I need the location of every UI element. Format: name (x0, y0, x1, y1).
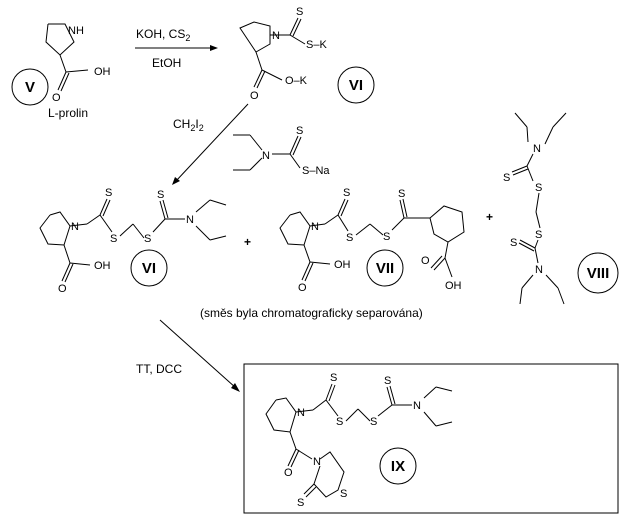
svg-text:VII: VII (376, 260, 394, 277)
atom-s: S (340, 488, 347, 500)
arrow-step2 (175, 103, 249, 182)
sodium-diethyldithiocarbamate-structure: N S S–Na (233, 125, 330, 177)
atom-s: S (297, 497, 304, 509)
compound-label-vi: VI (130, 249, 168, 287)
l-proline-structure: NH O OH (45, 23, 111, 104)
compound-label-v: V (11, 68, 49, 106)
atom-s: S (296, 6, 303, 18)
atom-s: S (503, 172, 510, 184)
atom-s: S (336, 416, 343, 428)
svg-text:VI: VI (142, 260, 156, 277)
atom-n: N (535, 264, 543, 276)
atom-s: S (296, 125, 303, 137)
atom-n: N (533, 143, 541, 155)
svg-text:V: V (25, 79, 35, 96)
svg-text:VIII: VIII (587, 265, 610, 282)
atom-s: S (370, 416, 377, 428)
atom-s: S (105, 187, 112, 199)
compound-label-vii: VII (366, 249, 404, 287)
compound-label-viii: VIII (577, 252, 619, 294)
atom-n: N (186, 214, 194, 226)
atom-s: S (383, 231, 390, 243)
plus-sign: + (244, 235, 251, 249)
reagent-etoh: EtOH (152, 56, 181, 70)
atom-n: N (272, 30, 280, 42)
arrow-step3 (159, 319, 237, 389)
reagent-tt-dcc: TT, DCC (136, 362, 182, 376)
atom-oh: OH (94, 66, 111, 78)
atom-n: N (313, 456, 321, 468)
atom-n: N (413, 400, 421, 412)
atom-s: S (510, 237, 517, 249)
svg-text:IX: IX (391, 458, 405, 475)
reagent-ch2i2: CH2I2 (173, 117, 204, 133)
compound-viii-structure: N S S S S N (503, 112, 567, 305)
product-box (243, 363, 619, 514)
plus-sign: + (486, 210, 493, 224)
atom-o: O (52, 92, 61, 104)
atom-s: S (384, 375, 391, 387)
potassium-salt-structure: N S S–K O O–K (239, 6, 327, 102)
atom-s: S (110, 233, 117, 245)
atom-s-na: S–Na (302, 165, 330, 177)
atom-s: S (398, 188, 405, 200)
atom-o: O (250, 90, 259, 102)
atom-nh: NH (68, 25, 84, 37)
atom-s: S (346, 232, 353, 244)
atom-s: S (535, 229, 542, 241)
reagent-koh-cs2: KOH, CS2 (136, 27, 190, 43)
atom-s: S (535, 182, 542, 194)
atom-s: S (330, 372, 337, 384)
compound-label-vi-salt: VI (337, 66, 375, 104)
atom-oh: OH (334, 259, 351, 271)
compound-label-ix: IX (379, 447, 417, 485)
product-vi-structure: N S S S S N O OH (39, 187, 227, 295)
atom-o: O (298, 282, 307, 294)
atom-s-k: S–K (306, 39, 327, 51)
atom-oh: OH (445, 280, 462, 292)
atom-n: N (311, 221, 319, 233)
atom-oh: OH (94, 260, 111, 272)
atom-n: N (262, 150, 270, 162)
atom-s: S (343, 187, 350, 199)
atom-n: N (297, 407, 305, 419)
atom-s: S (157, 189, 164, 201)
compound-vii-structure: N S S S S O OH O OH (279, 187, 465, 294)
compound-ix-structure: N S S S S N O N S S (265, 372, 453, 509)
atom-o: O (284, 467, 293, 479)
atom-o: O (421, 255, 430, 267)
l-prolin-label: L-prolin (48, 106, 88, 120)
atom-o: O (58, 283, 67, 295)
atom-n: N (71, 221, 79, 233)
atom-o-k: O–K (285, 75, 308, 87)
separation-note: (směs byla chromatograficky separována) (200, 306, 423, 320)
atom-s: S (144, 233, 151, 245)
svg-text:VI: VI (349, 77, 363, 94)
